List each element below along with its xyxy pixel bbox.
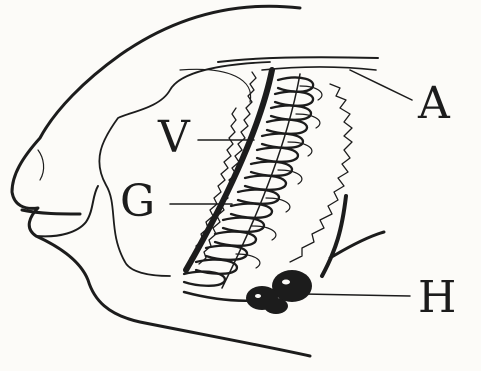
label-g: G: [120, 176, 155, 227]
mouth-line: [22, 210, 80, 214]
jaw-line: [36, 186, 98, 236]
outer-gill-edge: [290, 84, 352, 262]
leader-h: [304, 294, 410, 296]
label-h: H: [418, 272, 456, 323]
heart: [246, 270, 312, 314]
label-a: A: [417, 78, 451, 129]
dorsal-aorta: [218, 57, 378, 62]
vessel-upper: [322, 196, 346, 276]
branchial-arch: [186, 70, 272, 270]
dorsal-aorta-lower: [262, 67, 376, 70]
label-v: V: [157, 112, 191, 163]
snout-detail: [38, 150, 44, 180]
leader-a: [350, 70, 412, 100]
operculum-outline: [99, 62, 270, 276]
